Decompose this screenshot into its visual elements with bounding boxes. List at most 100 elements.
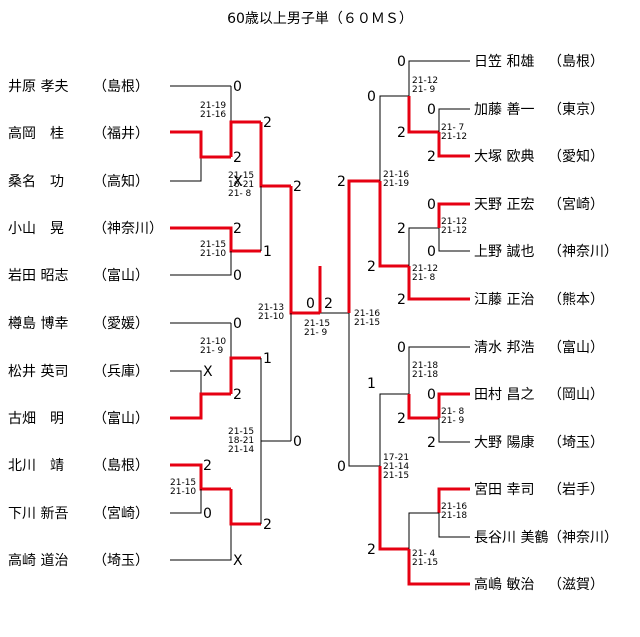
bracket-line: [408, 512, 439, 549]
winner-line: [407, 549, 470, 586]
game-score-line: 21-18: [412, 361, 438, 371]
left-player-pref: （愛媛）: [93, 316, 149, 332]
match-score: 0: [293, 434, 302, 450]
left-player-name: 古畑 明: [8, 411, 64, 427]
match-score: 0: [203, 506, 212, 522]
game-score-line: 21-10: [258, 312, 284, 322]
winner-line: [407, 394, 439, 420]
winner-line: [170, 392, 231, 420]
match-score: 0: [427, 387, 436, 403]
game-score-line: 21-15: [228, 171, 254, 181]
left-player-pref: （富山）: [93, 267, 149, 284]
bracket-line: [438, 108, 470, 132]
match-score: 2: [427, 149, 436, 165]
match-score: 2: [293, 179, 302, 195]
match-score: 2: [427, 435, 436, 451]
match-score: 0: [397, 340, 406, 356]
winner-line: [437, 487, 470, 513]
game-score-line: 21-10: [200, 337, 226, 347]
match-score: 1: [367, 376, 376, 392]
winner-line: [229, 489, 261, 526]
bracket-line: [408, 346, 470, 394]
left-player-name: 岩田 昭志: [8, 268, 68, 284]
winner-line: [229, 356, 261, 394]
match-score: 2: [233, 221, 242, 237]
match-score: 0: [367, 89, 376, 105]
game-score-line: 16-21: [228, 180, 254, 190]
game-score-line: 21-14: [228, 445, 254, 455]
game-score-line: 21-13: [258, 303, 284, 313]
game-score-line: 21-16: [200, 110, 226, 120]
game-score-line: 21- 7: [441, 123, 464, 133]
bracket-line: [438, 228, 470, 252]
right-player-pref: （宮崎）: [548, 197, 604, 213]
right-player-pref: （島根）: [548, 54, 604, 70]
left-player-name: 樽島 博幸: [8, 315, 68, 332]
right-player-pref: （埼玉）: [548, 435, 604, 451]
winner-line: [170, 130, 231, 159]
match-score: 0: [427, 244, 436, 260]
match-score: 2: [397, 125, 406, 141]
game-score-line: 21-19: [200, 101, 226, 111]
right-player-pref: （愛知）: [548, 148, 604, 165]
right-player-pref: （神奈川）: [548, 244, 618, 260]
left-player-pref: （埼玉）: [93, 553, 149, 569]
bracket-line: [170, 370, 202, 394]
game-score-line: 21-15: [170, 478, 196, 488]
bracket-line: [379, 95, 409, 181]
match-score: 0: [427, 102, 436, 118]
left-player-pref: （島根）: [93, 79, 149, 95]
game-score-line: 21-18: [412, 370, 438, 380]
right-player-name: 田村 昌之: [474, 387, 534, 403]
bracket-title: 60歳以上男子単（６０ＭＳ）: [227, 11, 413, 27]
match-score: 2: [397, 292, 406, 308]
winner-line: [229, 120, 261, 157]
winner-line: [347, 179, 380, 313]
winner-line: [259, 122, 291, 188]
game-score-line: 21- 9: [412, 85, 436, 95]
game-score-line: 21-15: [383, 471, 409, 481]
left-player-name: 桑名 功: [8, 174, 64, 190]
winner-line: [378, 466, 409, 551]
winner-line: [437, 202, 470, 228]
match-score: 2: [263, 517, 272, 533]
right-player-name: 江藤 正治: [474, 292, 534, 308]
left-player-pref: （島根）: [93, 458, 149, 474]
game-score-line: 21- 9: [200, 346, 224, 356]
right-bracket-lines: [347, 60, 470, 586]
match-score: 2: [367, 542, 376, 558]
bracket-line: [438, 418, 470, 443]
bracket-line: [348, 313, 380, 467]
match-score: 0: [306, 296, 315, 312]
game-score-line: 21- 8: [412, 273, 436, 283]
bracket-line: [170, 157, 202, 182]
match-score: 2: [324, 296, 333, 312]
right-player-pref: （熊本）: [548, 292, 604, 308]
game-score-line: 21- 8: [228, 189, 252, 199]
right-player-name: 日笠 和雄: [474, 54, 534, 70]
winner-line: [407, 96, 439, 134]
match-score: 1: [263, 244, 272, 260]
left-player-pref: （富山）: [93, 410, 149, 427]
left-player-pref: （福井）: [93, 126, 149, 142]
game-score-line: 21-18: [441, 511, 467, 521]
winner-line: [437, 392, 470, 418]
match-score: 2: [233, 387, 242, 403]
right-player-pref: （富山）: [548, 339, 604, 356]
game-score-line: 18-21: [228, 436, 254, 446]
game-score-line: 21-16: [441, 502, 467, 512]
